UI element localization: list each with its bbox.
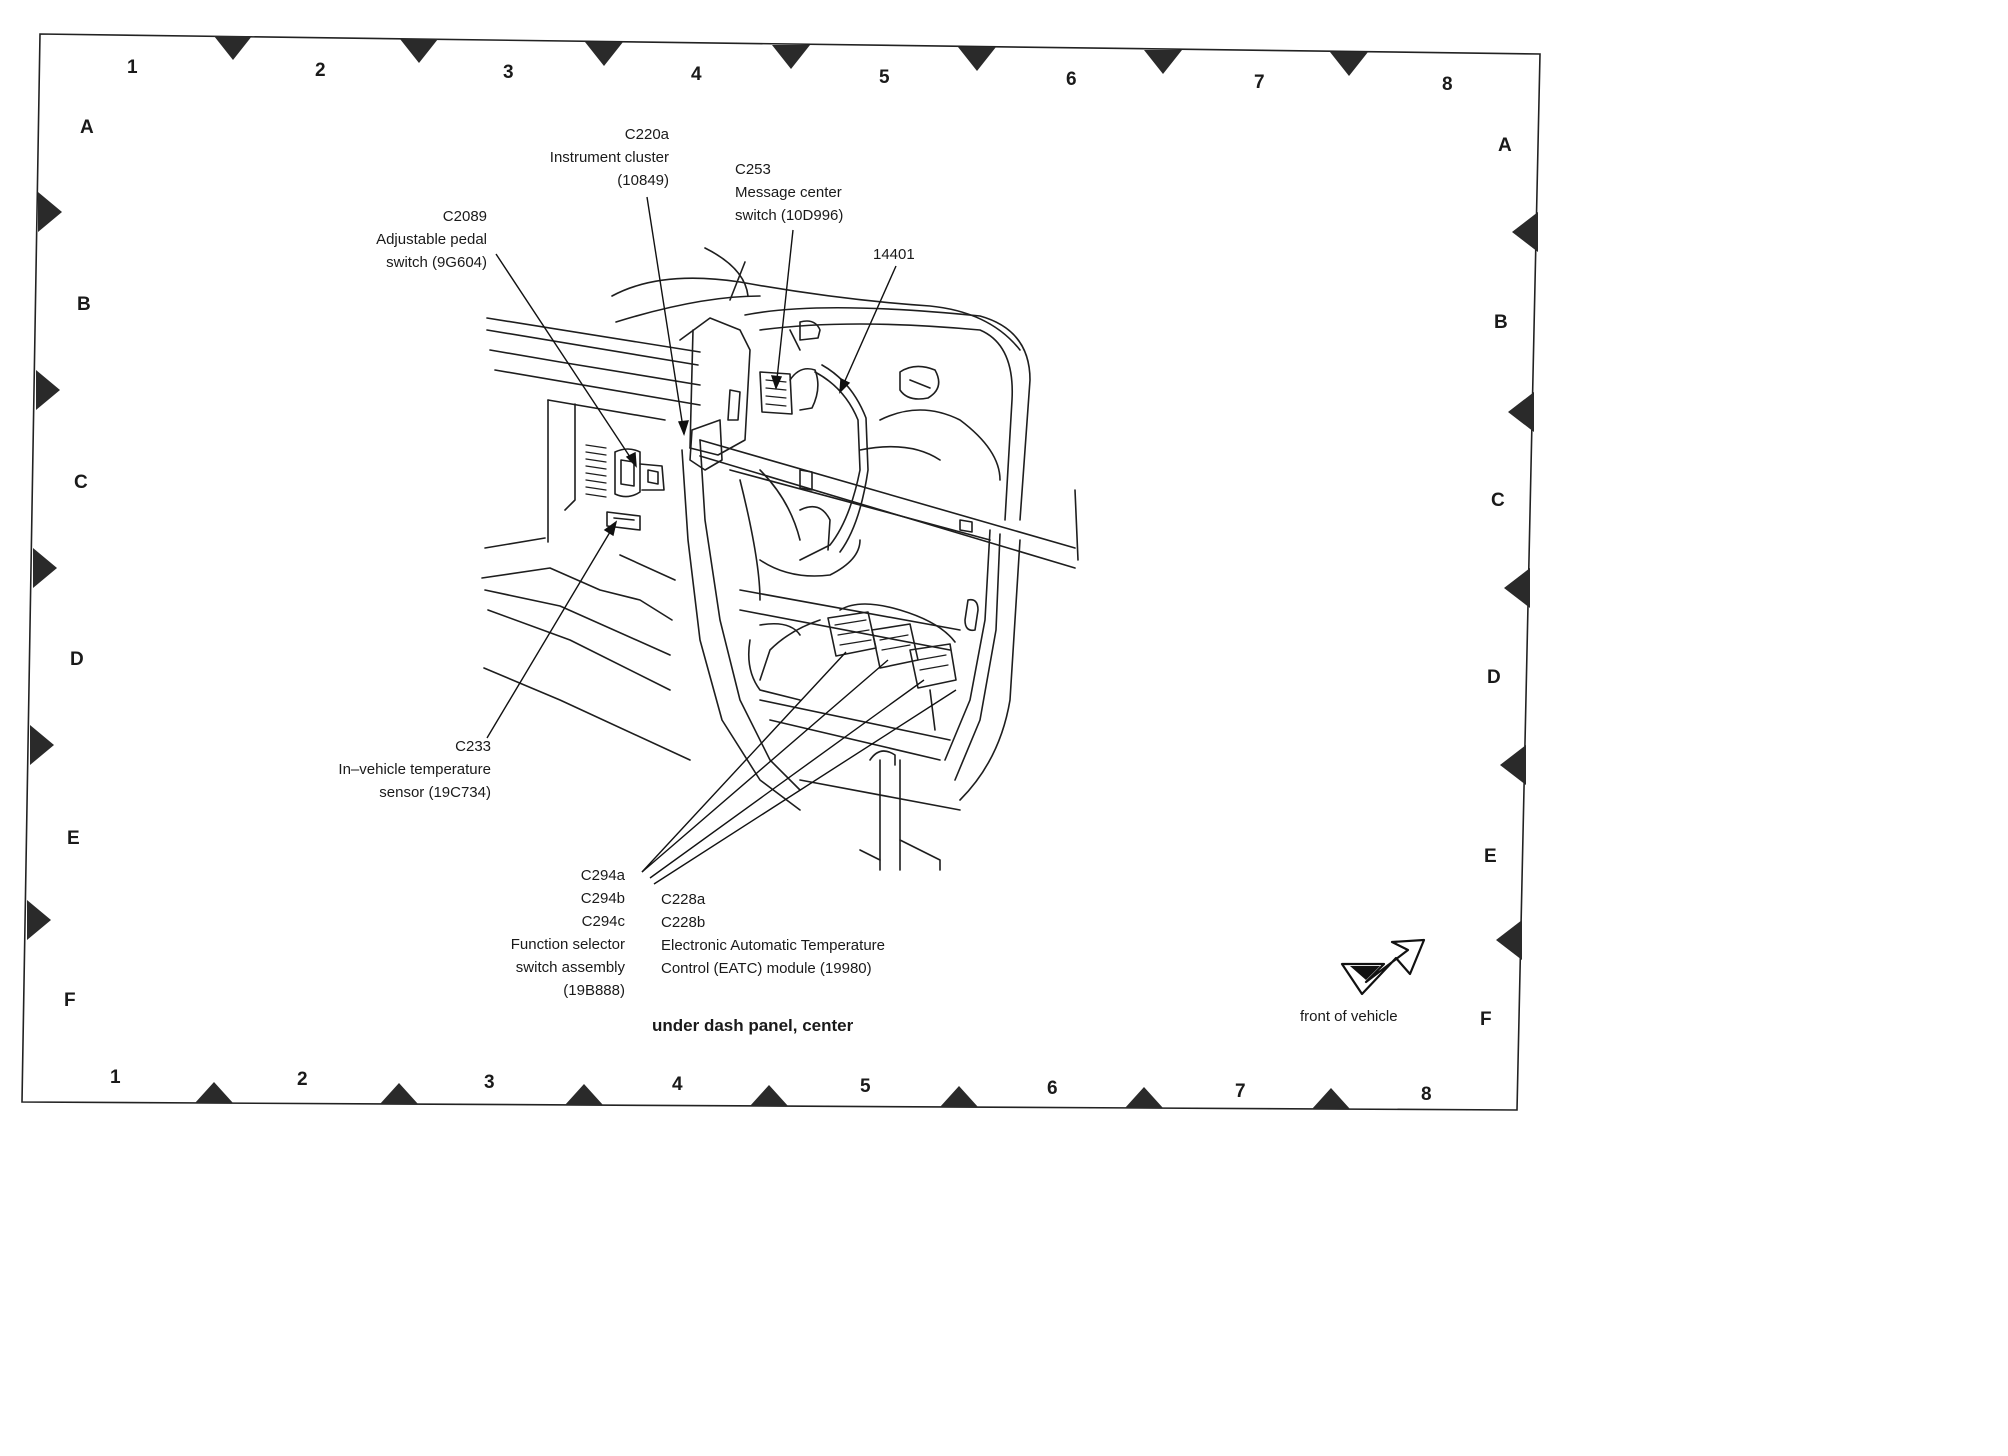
grid-row-f-left: F: [64, 990, 76, 1011]
callout-c2089-name: Adjustable pedal: [376, 231, 487, 248]
grid-col-3-top: 3: [503, 62, 514, 83]
callout-14401-id: 14401: [873, 246, 915, 263]
page-border: [21, 33, 1541, 1111]
callout-c2089-part: switch (9G604): [386, 254, 487, 271]
callout-c294b-id: C294b: [580, 890, 625, 907]
callout-c233-id: C233: [455, 738, 491, 755]
callout-c220a-id: C220a: [624, 126, 669, 143]
grid-col-4-bottom: 4: [672, 1074, 683, 1095]
callout-c294-name-2: switch assembly: [515, 959, 625, 976]
callout-c220a: C220a Instrument cluster (10849): [550, 123, 669, 192]
view-title: under dash panel, center: [652, 1016, 854, 1035]
grid-col-5-top: 5: [879, 67, 890, 88]
front-of-vehicle-label: front of vehicle: [1300, 1008, 1398, 1025]
grid-row-d-right: D: [1487, 667, 1501, 688]
callout-c253-part: switch (10D996): [735, 207, 844, 224]
grid-row-b-left: B: [77, 294, 91, 315]
callout-c233-name: In–vehicle temperature: [338, 761, 491, 778]
callout-c294a-id: C294a: [580, 867, 625, 884]
callout-c294-name-1: Function selector: [510, 936, 625, 953]
grid-col-8-top: 8: [1442, 74, 1453, 95]
callout-c2089-id: C2089: [442, 208, 487, 225]
callout-c253-name: Message center: [735, 184, 842, 201]
grid-row-c-right: C: [1491, 490, 1505, 511]
grid-col-4-top: 4: [691, 64, 702, 85]
grid-col-3-bottom: 3: [484, 1072, 495, 1093]
callout-c294-part: (19B888): [563, 982, 625, 999]
callout-c228: C228a C228b Electronic Automatic Tempera…: [661, 888, 885, 980]
callout-c228-name-2: Control (EATC) module (19980): [661, 960, 872, 977]
grid-col-2-bottom: 2: [297, 1069, 308, 1090]
grid-col-6-bottom: 6: [1047, 1078, 1058, 1099]
grid-row-a-left: A: [80, 117, 94, 138]
callout-14401: 14401: [873, 243, 915, 266]
callout-c228a-id: C228a: [661, 891, 706, 908]
grid-row-c-left: C: [74, 472, 88, 493]
grid-col-7-bottom: 7: [1235, 1081, 1246, 1102]
grid-col-1-bottom: 1: [110, 1067, 121, 1088]
callout-c228b-id: C228b: [661, 914, 706, 931]
wiring-location-diagram: [21, 33, 1541, 1111]
under-dash-illustration: [481, 247, 1079, 871]
grid-row-e-left: E: [67, 828, 80, 849]
grid-col-7-top: 7: [1254, 72, 1265, 93]
grid-markers: [27, 36, 1538, 1109]
callout-c294c-id: C294c: [581, 913, 625, 930]
callout-c220a-part: (10849): [617, 172, 669, 189]
grid-col-8-bottom: 8: [1421, 1084, 1432, 1105]
callout-c233: C233 In–vehicle temperature sensor (19C7…: [338, 735, 491, 804]
grid-col-6-top: 6: [1066, 69, 1077, 90]
callout-c228-name-1: Electronic Automatic Temperature: [661, 937, 885, 954]
grid-row-f-right: F: [1480, 1009, 1492, 1030]
grid-col-2-top: 2: [315, 60, 326, 81]
callout-leaders: [486, 196, 957, 885]
grid-row-b-right: B: [1494, 312, 1508, 333]
front-of-vehicle-arrow-icon: [1340, 938, 1426, 996]
callout-c2089: C2089 Adjustable pedal switch (9G604): [376, 205, 487, 274]
grid-row-e-right: E: [1484, 846, 1497, 867]
callout-c233-part: sensor (19C734): [379, 784, 491, 801]
grid-row-d-left: D: [70, 649, 84, 670]
callout-c253: C253 Message center switch (10D996): [735, 158, 843, 227]
callout-c294: C294a C294b C294c Function selector swit…: [511, 864, 625, 1002]
callout-c220a-name: Instrument cluster: [549, 149, 669, 166]
grid-col-5-bottom: 5: [860, 1076, 871, 1097]
callout-c253-id: C253: [735, 161, 771, 178]
grid-col-1-top: 1: [127, 57, 138, 78]
grid-row-a-right: A: [1498, 135, 1512, 156]
